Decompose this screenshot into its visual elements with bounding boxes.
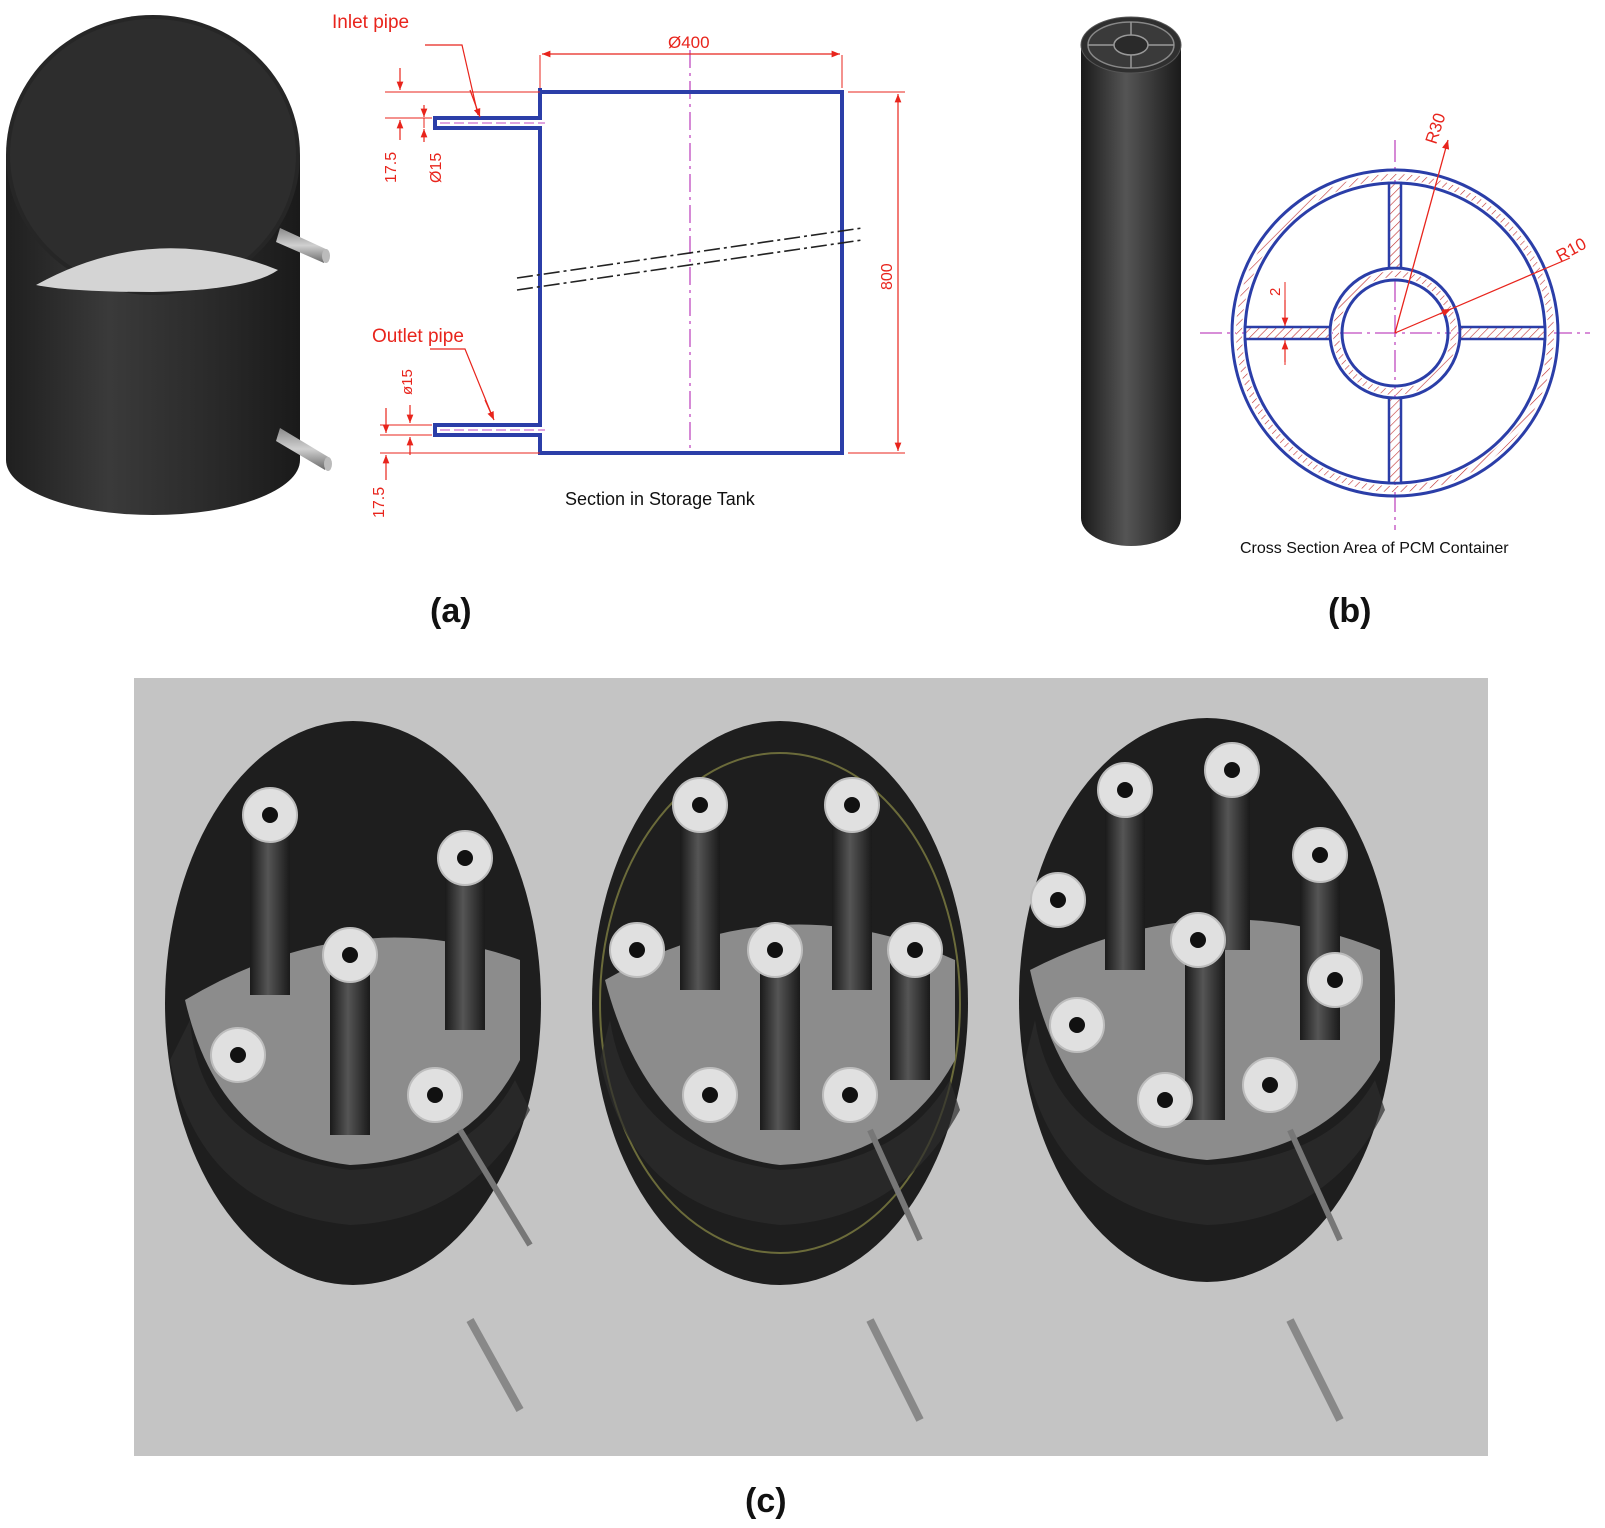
storage-tank-section-drawing — [380, 44, 905, 480]
pcm-container-3d-render — [1080, 16, 1182, 546]
section-caption: Section in Storage Tank — [565, 489, 756, 509]
tank-config-7-tubes — [592, 721, 968, 1422]
panel-b-label: (b) — [1328, 592, 1371, 630]
cross-section-caption: Cross Section Area of PCM Container — [1240, 540, 1509, 557]
outlet-pipe-label: Outlet pipe — [372, 326, 464, 347]
outlet-diameter-dimension: ø15 — [399, 369, 416, 395]
outer-radius-dimension: R30 — [1422, 111, 1450, 147]
inlet-offset-dimension: 17.5 — [383, 152, 400, 183]
tube-hole — [230, 807, 473, 1103]
wall-thickness-dimension: 2 — [1267, 288, 1284, 296]
tank-config-6-tubes — [165, 721, 541, 1412]
outlet-offset-dimension: 17.5 — [371, 487, 388, 518]
panel-a-label: (a) — [430, 592, 472, 630]
panel-c-label: (c) — [745, 1482, 787, 1520]
tank-diameter-dimension: Ø400 — [668, 33, 710, 52]
pcm-cross-section-drawing — [1200, 139, 1590, 530]
inner-radius-dimension: R10 — [1553, 234, 1589, 265]
tank-height-dimension: 800 — [879, 263, 896, 290]
tank-config-9-tubes — [1019, 718, 1395, 1422]
tank-3d-render — [6, 15, 332, 515]
tank-outlet-pipe-3d — [276, 428, 332, 471]
inlet-pipe-label: Inlet pipe — [332, 12, 409, 33]
tank-inlet-pipe-3d — [276, 228, 330, 263]
inlet-diameter-dimension: Ø15 — [428, 153, 445, 183]
